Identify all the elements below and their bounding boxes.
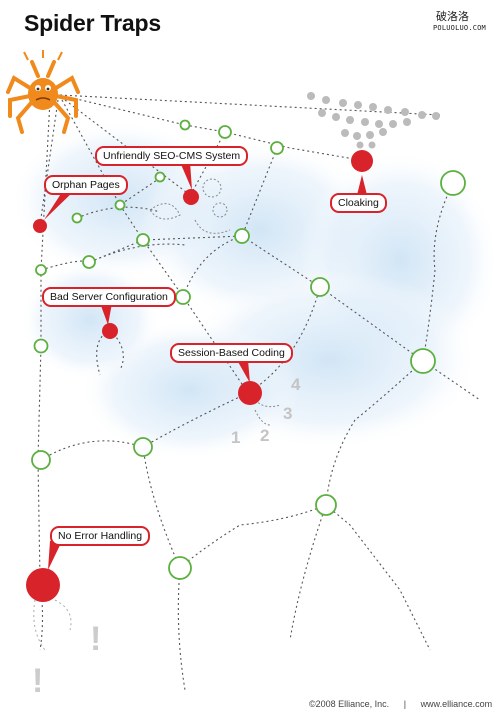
- page-title: Spider Traps: [24, 10, 161, 36]
- trap-nodes: [26, 150, 373, 602]
- footer: ©2008 Elliance, Inc. | www.elliance.com: [303, 699, 498, 709]
- footer-url[interactable]: www.elliance.com: [420, 699, 493, 709]
- footer-separator: |: [403, 699, 407, 709]
- exclamation-icon: !: [90, 620, 101, 658]
- session-number-3: 3: [283, 404, 292, 423]
- watermark-en: POLUOLUO.COM: [433, 24, 486, 32]
- spider-body: [28, 78, 58, 110]
- spider-alarm-marks: [23, 50, 63, 61]
- label-pointers: [44, 162, 367, 570]
- label-orphan-pages: Orphan Pages: [44, 175, 128, 195]
- background-clouds: [10, 120, 500, 460]
- watermark-cn: 破洛洛: [436, 10, 469, 23]
- label-no-error-handling: No Error Handling: [50, 526, 151, 546]
- session-numbers: 1 2 3 4: [231, 375, 301, 447]
- label-bad-server-configuration: Bad Server Configuration: [42, 287, 176, 307]
- label-unfriendly-seo-cms: Unfriendly SEO-CMS System: [95, 146, 249, 166]
- exclamation-icons: ! !: [32, 620, 101, 700]
- footer-copyright: ©2008 Elliance, Inc.: [309, 699, 390, 709]
- session-number-2: 2: [260, 426, 269, 445]
- cloaking-dots: [307, 92, 440, 149]
- label-session-based-coding: Session-Based Coding: [170, 343, 293, 363]
- session-number-1: 1: [231, 428, 240, 447]
- session-number-4: 4: [291, 375, 301, 394]
- spider-icon: [6, 60, 80, 134]
- exclamation-icon: !: [32, 662, 43, 700]
- web-nodes: [31, 119, 466, 580]
- label-cloaking: Cloaking: [330, 193, 387, 213]
- cms-trap-scribbles: [149, 178, 281, 426]
